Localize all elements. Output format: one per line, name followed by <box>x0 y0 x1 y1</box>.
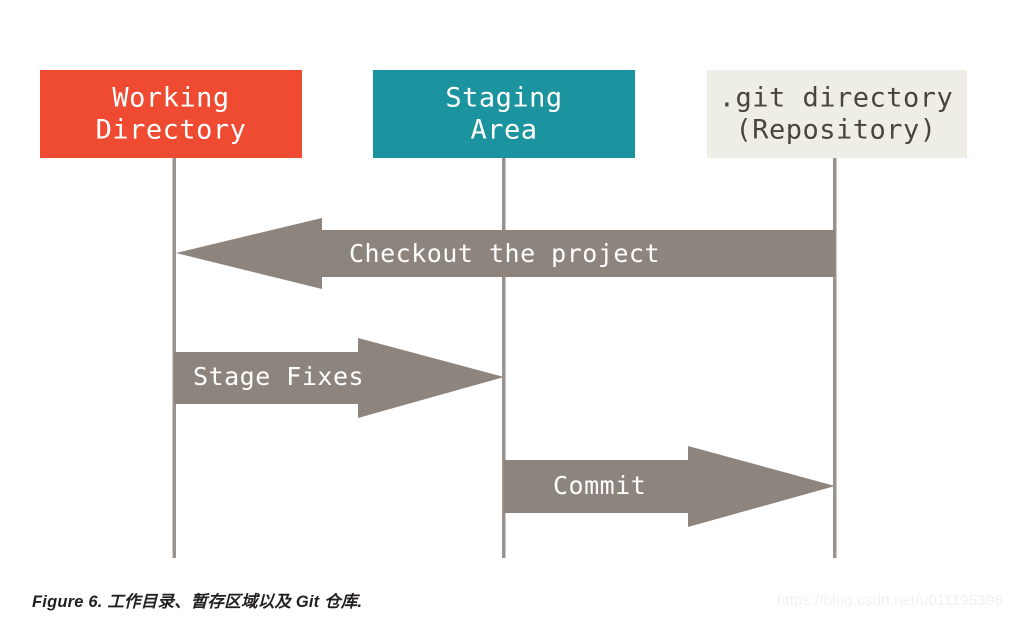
lifeline-git-directory <box>833 158 837 558</box>
arrow-checkout-shape <box>176 218 835 289</box>
box-git-directory: .git directory (Repository) <box>707 70 967 158</box>
box-working-directory-bg <box>40 70 302 158</box>
arrow-commit: Commit <box>504 446 835 527</box>
arrow-stage-fixes-label: Stage Fixes <box>193 362 364 391</box>
box-git-directory-bg <box>707 70 967 158</box>
figure-caption: Figure 6. 工作目录、暂存区域以及 Git 仓库. <box>32 593 363 611</box>
box-working-directory: Working Directory <box>40 70 302 158</box>
box-staging-area: Staging Area <box>373 70 635 158</box>
watermark-url: https://blog.csdn.net/u011195398 <box>777 592 1004 609</box>
arrow-stage-fixes-shape <box>174 338 504 418</box>
box-staging-area-bg <box>373 70 635 158</box>
arrow-stage-fixes: Stage Fixes <box>174 338 504 418</box>
arrow-commit-label: Commit <box>553 471 646 500</box>
arrow-checkout-label: Checkout the project <box>349 239 660 268</box>
box-staging-area-line2: Area <box>470 115 537 146</box>
arrow-checkout: Checkout the project <box>176 218 835 289</box>
arrow-commit-shape <box>504 446 835 527</box>
box-staging-area-line1: Staging <box>445 83 562 114</box>
box-working-directory-line2: Directory <box>96 115 247 146</box>
lifeline-staging-area <box>502 158 506 558</box>
box-working-directory-line1: Working <box>112 83 229 114</box>
box-git-directory-line1: .git directory <box>719 83 954 114</box>
box-git-directory-line2: (Repository) <box>735 115 936 146</box>
